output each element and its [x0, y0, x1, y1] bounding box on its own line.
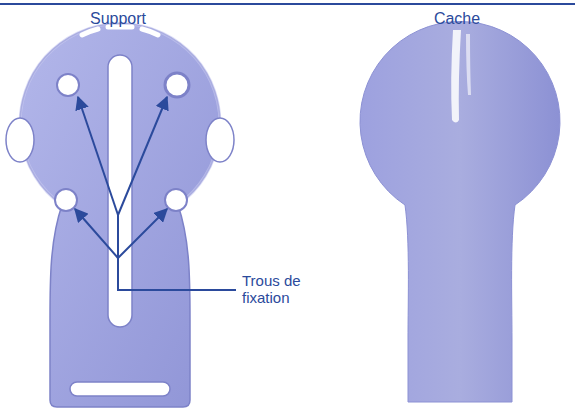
fixing-hole [165, 189, 187, 211]
cache-body [360, 21, 560, 402]
bottom-cutout [70, 382, 170, 396]
side-notch [6, 118, 34, 162]
fixing-hole [165, 73, 189, 97]
leader-lines [75, 97, 236, 290]
cache-part [360, 21, 560, 402]
header-rule [0, 3, 575, 5]
support-part [6, 24, 234, 407]
fixing-hole [57, 74, 79, 96]
part-name: Cache [434, 10, 480, 28]
part-name: Support [90, 10, 146, 28]
side-notch [206, 118, 234, 162]
fixing-hole [55, 189, 77, 211]
highlight [451, 30, 461, 123]
support-body [20, 24, 220, 407]
callout-label: Trous de fixation [242, 272, 314, 307]
